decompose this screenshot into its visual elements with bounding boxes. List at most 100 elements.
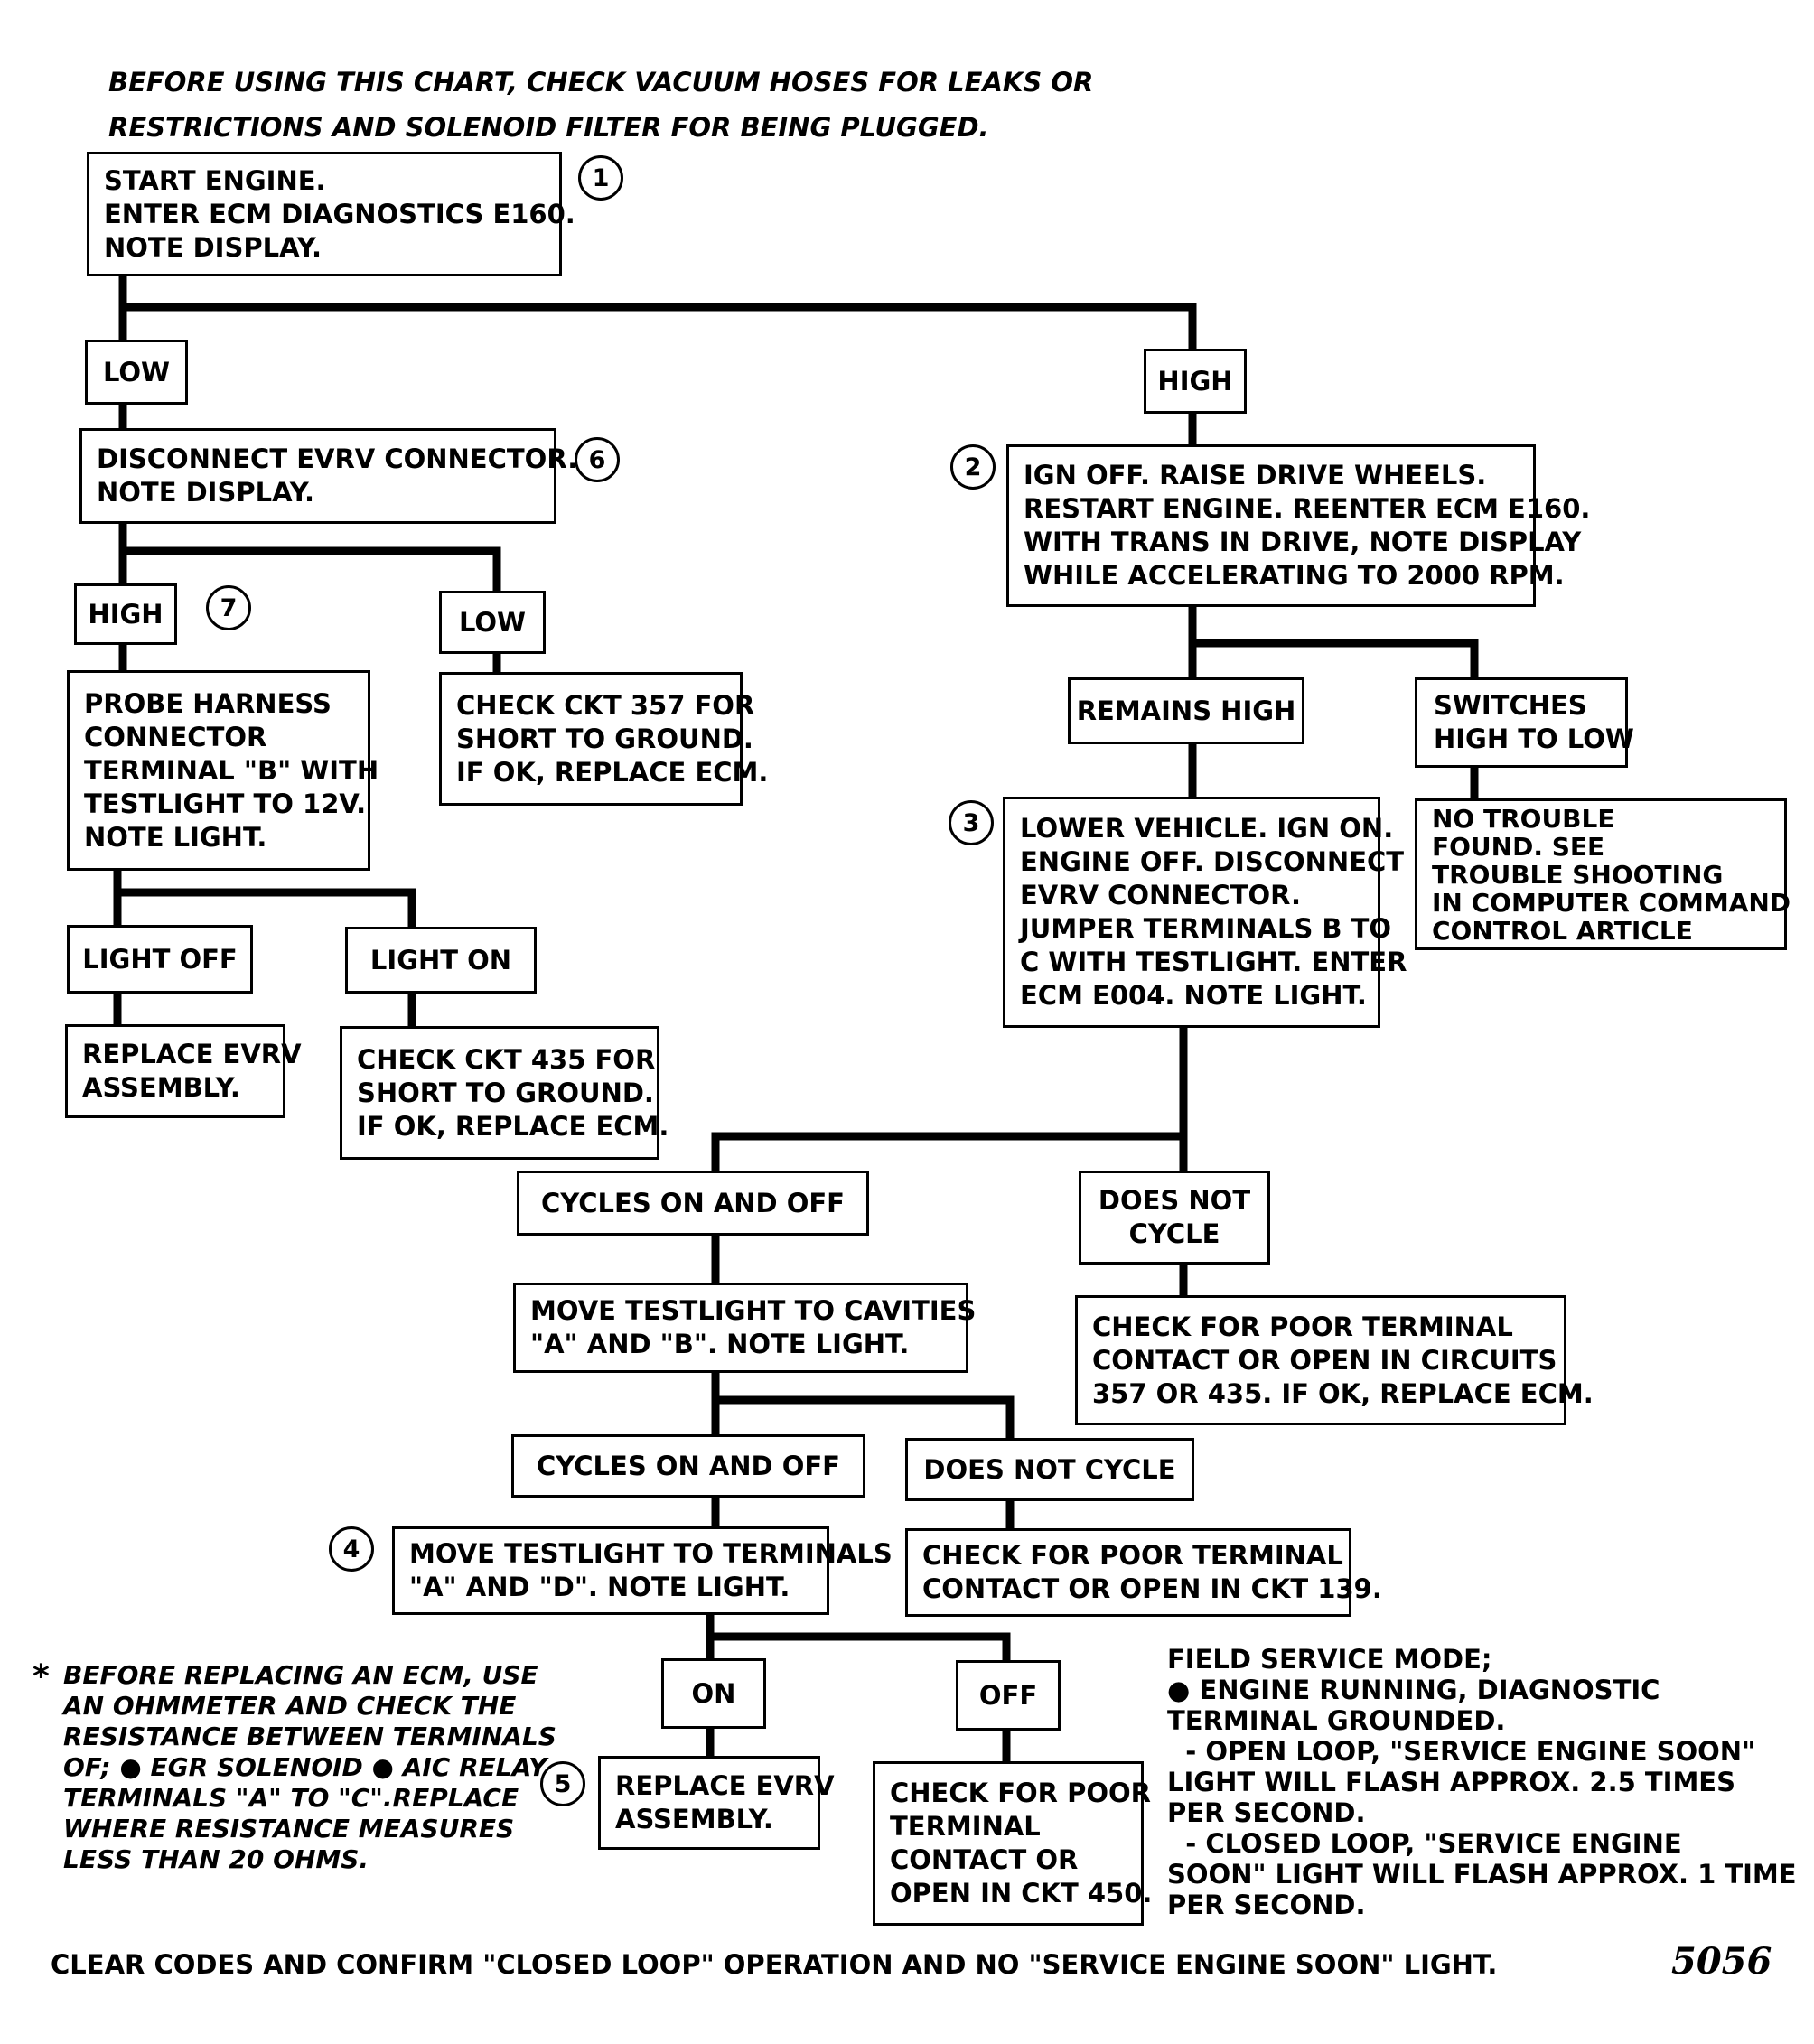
step-text: ECM E004. NOTE LIGHT. [1020, 980, 1367, 1011]
step-text: REPLACE EVRV [615, 1770, 835, 1801]
step-4-box: MOVE TESTLIGHT TO TERMINALS "A" AND "D".… [392, 1526, 893, 1615]
asterisk-marker: * [33, 1658, 50, 1695]
branch-low: LOW [85, 340, 188, 405]
replace-evrv-box: REPLACE EVRV ASSEMBLY. [65, 1024, 302, 1118]
step-text: WITH TRANS IN DRIVE, NOTE DISPLAY [1024, 527, 1582, 557]
step-text: NO TROUBLE [1432, 803, 1615, 834]
branch-label: HIGH [88, 598, 164, 630]
branch-does-not-cycle: DOES NOT CYCLE [1079, 1171, 1270, 1265]
step-text: IF OK, REPLACE ECM. [357, 1110, 669, 1142]
step-text: NOTE DISPLAY. [97, 477, 314, 508]
step-number-7: 7 [206, 585, 251, 630]
step-1-box: START ENGINE. ENTER ECM DIAGNOSTICS E160… [87, 152, 575, 276]
top-note-line: RESTRICTIONS AND SOLENOID FILTER FOR BEI… [108, 112, 989, 143]
step-text: EVRV CONNECTOR. [1020, 880, 1302, 910]
branch-label: CYCLE [1128, 1218, 1220, 1249]
step-text: LOWER VEHICLE. IGN ON. [1020, 813, 1394, 844]
top-note-line: BEFORE USING THIS CHART, CHECK VACUUM HO… [108, 67, 1094, 98]
branch-does-not-cycle: DOES NOT CYCLE [905, 1438, 1194, 1501]
step-number-6: 6 [575, 437, 620, 482]
branch-label: LIGHT OFF [82, 943, 238, 975]
note-line: - CLOSED LOOP, "SERVICE ENGINE [1167, 1828, 1682, 1859]
branch-label: LIGHT ON [369, 944, 512, 975]
branch-label: OFF [978, 1679, 1038, 1711]
step-text: RESTART ENGINE. REENTER ECM E160. [1024, 493, 1591, 524]
check-poor-terminal-357-435-box: CHECK FOR POOR TERMINAL CONTACT OR OPEN … [1075, 1295, 1594, 1425]
step-text: C WITH TESTLIGHT. ENTER [1020, 947, 1407, 977]
step-text: CONNECTOR [84, 721, 267, 752]
step-text: ASSEMBLY. [82, 1072, 240, 1103]
figure-number: 5056 [1671, 1940, 1772, 1983]
top-note: BEFORE USING THIS CHART, CHECK VACUUM HO… [108, 60, 1093, 150]
step-number-3: 3 [949, 800, 994, 845]
branch-label: HIGH [1157, 365, 1233, 397]
step-text: TROUBLE SHOOTING [1432, 859, 1724, 890]
branch-label: DOES NOT [1098, 1185, 1251, 1216]
note-line: WHERE RESISTANCE MEASURES [63, 1814, 515, 1843]
step-text: TESTLIGHT TO 12V. [84, 788, 367, 819]
note-line: SOON" LIGHT WILL FLASH APPROX. 1 TIME [1167, 1859, 1797, 1890]
field-service-mode-note: FIELD SERVICE MODE; ● ENGINE RUNNING, DI… [1167, 1644, 1797, 1920]
step-number-4: 4 [329, 1526, 374, 1572]
note-line: OF; ● EGR SOLENOID ● AIC RELAY [63, 1752, 547, 1782]
step-text: ENTER ECM DIAGNOSTICS E160. [104, 198, 575, 229]
branch-switches-high-to-low: SWITCHES HIGH TO LOW [1415, 677, 1634, 768]
step-text: START ENGINE. [104, 164, 326, 196]
step-text: MOVE TESTLIGHT TO CAVITIES [530, 1295, 977, 1326]
no-trouble-found-box: NO TROUBLE FOUND. SEE TROUBLE SHOOTING I… [1415, 798, 1791, 950]
note-line: - OPEN LOOP, "SERVICE ENGINE SOON" [1167, 1736, 1756, 1767]
branch-low: LOW [439, 591, 546, 654]
probe-harness-box: PROBE HARNESS CONNECTOR TERMINAL "B" WIT… [67, 670, 379, 871]
step-text: CHECK FOR POOR TERMINAL [922, 1540, 1343, 1571]
step-text: PROBE HARNESS [84, 687, 332, 719]
branch-light-off: LIGHT OFF [67, 925, 253, 994]
step-text: ENGINE OFF. DISCONNECT [1020, 846, 1405, 877]
step-number-2: 2 [950, 444, 996, 490]
step-text: CONTACT OR [890, 1844, 1079, 1875]
move-testlight-cavities-box: MOVE TESTLIGHT TO CAVITIES "A" AND "B". … [513, 1283, 977, 1373]
check-ckt-435-box: CHECK CKT 435 FOR SHORT TO GROUND. IF OK… [340, 1026, 669, 1160]
step-text: CHECK CKT 357 FOR [456, 689, 755, 721]
step-text: REPLACE EVRV [82, 1039, 302, 1069]
note-line: PER SECOND. [1167, 1797, 1366, 1828]
step-text: CHECK CKT 435 FOR [357, 1043, 656, 1075]
branch-on: ON [661, 1658, 766, 1729]
step-text: IF OK, REPLACE ECM. [456, 756, 769, 788]
note-line: AN OHMMETER AND CHECK THE [63, 1691, 517, 1721]
note-line: PER SECOND. [1167, 1890, 1366, 1920]
step-text: TERMINAL "B" WITH [84, 754, 379, 786]
step-2-box: IGN OFF. RAISE DRIVE WHEELS. RESTART ENG… [1006, 444, 1591, 607]
note-line: FIELD SERVICE MODE; [1167, 1644, 1492, 1675]
branch-off: OFF [956, 1660, 1061, 1731]
branch-label: CYCLES ON AND OFF [537, 1450, 840, 1481]
step-3-box: LOWER VEHICLE. IGN ON. ENGINE OFF. DISCO… [1003, 797, 1407, 1028]
step-text: NOTE DISPLAY. [104, 231, 322, 263]
note-line: RESISTANCE BETWEEN TERMINALS [63, 1722, 556, 1751]
step-text: CHECK FOR POOR [890, 1778, 1151, 1808]
note-line: BEFORE REPLACING AN ECM, USE [63, 1660, 538, 1690]
note-line: TERMINALS "A" TO "C".REPLACE [63, 1783, 519, 1813]
branch-label: DOES NOT CYCLE [923, 1453, 1176, 1485]
note-line: TERMINAL GROUNDED. [1167, 1705, 1506, 1736]
step-text: DISCONNECT EVRV CONNECTOR. [97, 443, 578, 474]
step-text: IGN OFF. RAISE DRIVE WHEELS. [1024, 460, 1487, 490]
check-poor-terminal-450-box: CHECK FOR POOR TERMINAL CONTACT OR OPEN … [873, 1761, 1152, 1926]
branch-label: SWITCHES [1434, 690, 1587, 721]
branch-label: LOW [102, 356, 171, 387]
footer-instruction: CLEAR CODES AND CONFIRM "CLOSED LOOP" OP… [51, 1949, 1498, 1980]
step-text: "A" AND "B". NOTE LIGHT. [530, 1329, 910, 1359]
note-line: ● ENGINE RUNNING, DIAGNOSTIC [1167, 1675, 1660, 1705]
step-text: SHORT TO GROUND. [456, 723, 753, 754]
step-text: CONTACT OR OPEN IN CKT 139. [922, 1573, 1382, 1604]
branch-label: LOW [458, 606, 527, 638]
note-line: LIGHT WILL FLASH APPROX. 2.5 TIMES [1167, 1767, 1736, 1797]
check-ckt-357-box: CHECK CKT 357 FOR SHORT TO GROUND. IF OK… [439, 672, 769, 806]
step-text: TERMINAL [890, 1811, 1041, 1842]
step-text: JUMPER TERMINALS B TO [1020, 913, 1392, 944]
step-text: ASSEMBLY. [615, 1804, 773, 1834]
step-text: MOVE TESTLIGHT TO TERMINALS [409, 1538, 893, 1569]
step-number-5: 5 [540, 1761, 585, 1806]
step-text: CHECK FOR POOR TERMINAL [1092, 1311, 1513, 1342]
step-text: SHORT TO GROUND. [357, 1077, 654, 1108]
ecm-replacement-note: BEFORE REPLACING AN ECM, USE AN OHMMETER… [63, 1660, 556, 1875]
